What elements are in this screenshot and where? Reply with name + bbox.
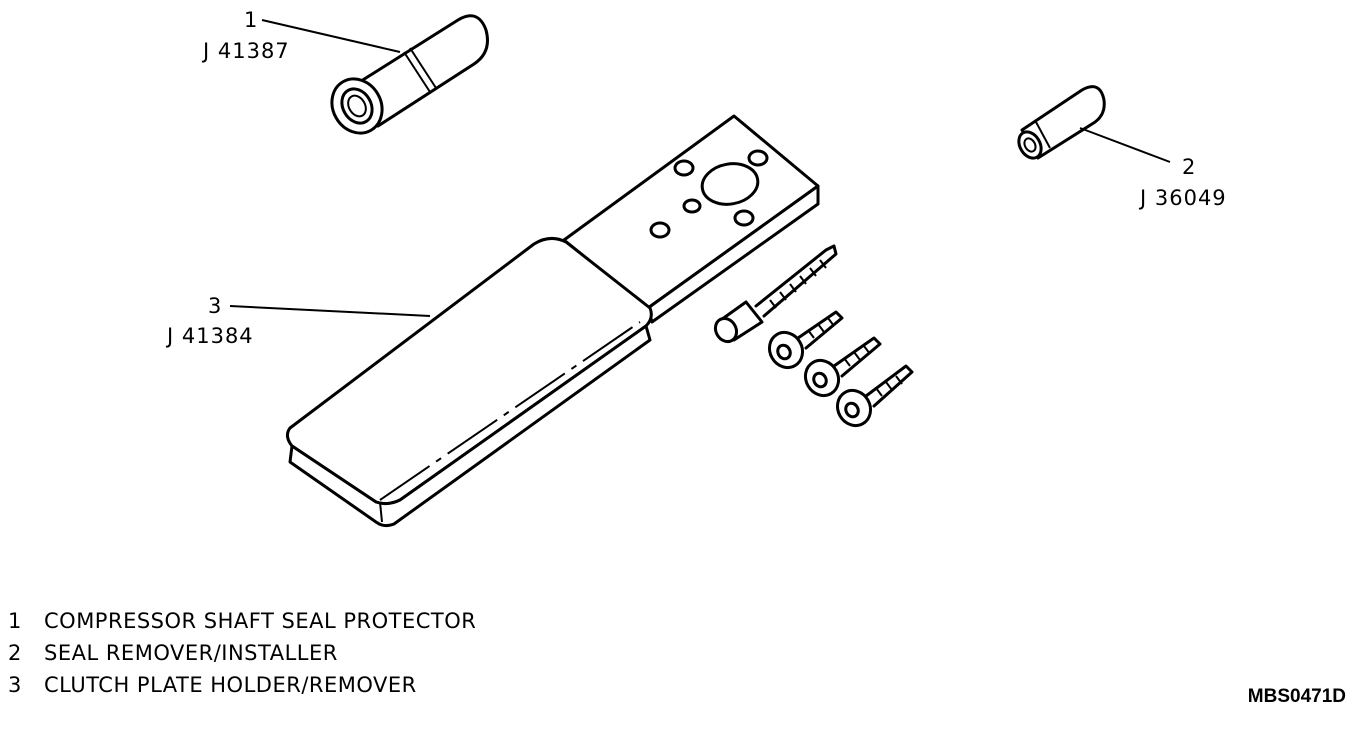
legend-item-2-text: SEAL REMOVER/INSTALLER — [44, 641, 338, 665]
legend-item-3-number: 3 — [8, 673, 22, 697]
legend-item-1-number: 1 — [8, 609, 22, 633]
cap-screw-2 — [803, 336, 882, 398]
callout-1-number: 1 — [244, 8, 258, 32]
cap-screw-3 — [835, 364, 914, 428]
legend-item-1-text: COMPRESSOR SHAFT SEAL PROTECTOR — [44, 609, 477, 633]
clutch-plate-holder-tool — [285, 114, 820, 528]
long-threaded-stud — [713, 244, 838, 344]
legend-item-3: 3 CLUTCH PLATE HOLDER/REMOVER — [8, 673, 417, 697]
leader-line-1 — [261, 19, 401, 53]
callout-2-number: 2 — [1182, 155, 1196, 179]
legend-item-2: 2 SEAL REMOVER/INSTALLER — [8, 641, 338, 665]
seal-protector-tool — [330, 14, 489, 135]
legend-item-2-number: 2 — [8, 641, 22, 665]
legend-item-3-text: CLUTCH PLATE HOLDER/REMOVER — [44, 673, 417, 697]
figure-id: MBS0471D — [1247, 686, 1346, 707]
legend-item-1: 1 COMPRESSOR SHAFT SEAL PROTECTOR — [8, 609, 476, 633]
leader-line-2 — [1079, 127, 1171, 163]
callout-1-code: J 41387 — [201, 39, 290, 63]
callout-3-code: J 41384 — [165, 324, 254, 348]
cap-screw-1 — [767, 310, 844, 370]
callout-2-code: J 36049 — [1138, 186, 1227, 210]
seal-remover-tool — [1017, 85, 1106, 160]
leader-line-3 — [229, 305, 431, 317]
callout-3-number: 3 — [208, 294, 222, 318]
